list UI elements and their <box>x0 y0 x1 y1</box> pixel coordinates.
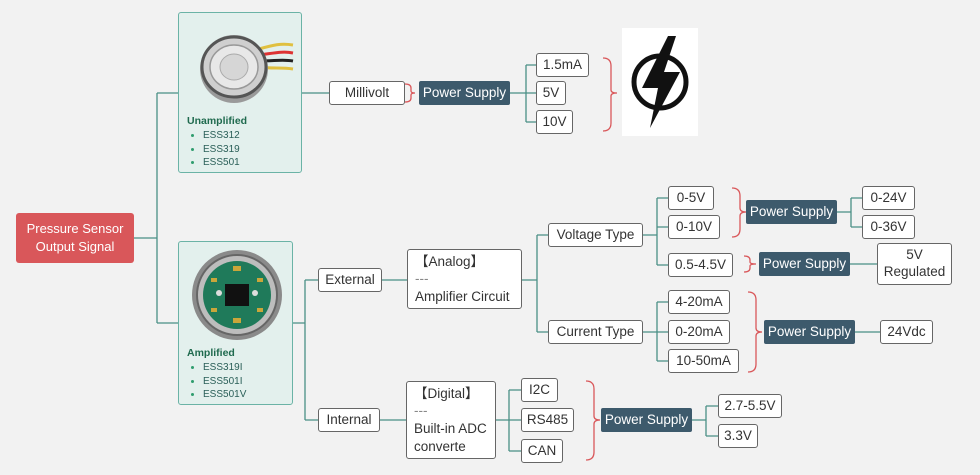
voltage-power-supply-1[interactable]: Power Supply <box>746 200 837 224</box>
digital-description-2: converte <box>414 438 466 454</box>
current-type-node[interactable]: Current Type <box>548 320 643 344</box>
digital-divider: --- <box>414 403 428 419</box>
regulated-label: Regulated <box>883 264 946 279</box>
current-option[interactable]: 0-20mA <box>668 320 730 344</box>
millivolt-option[interactable]: 10V <box>536 110 573 134</box>
analog-description: Amplifier Circuit <box>415 288 510 304</box>
protocol-option[interactable]: I2C <box>521 378 558 402</box>
voltage-option[interactable]: 0-10V <box>668 215 720 239</box>
root-line2: Output Signal <box>35 239 115 254</box>
voltage-type-node[interactable]: Voltage Type <box>548 223 643 247</box>
analog-divider: --- <box>415 271 429 287</box>
model-item: ESS501 <box>203 156 240 170</box>
unamplified-card[interactable]: Unamplified ESS312 ESS319 ESS501 <box>178 12 302 173</box>
internal-supply-option[interactable]: 3.3V <box>718 424 758 448</box>
digital-node[interactable]: 【Digital】 --- Built-in ADC converte <box>406 381 496 459</box>
lightning-bolt-icon <box>622 28 698 136</box>
voltage-option[interactable]: 0.5-4.5V <box>668 253 733 277</box>
voltage-supply-option[interactable]: 0-24V <box>862 186 915 210</box>
protocol-option[interactable]: RS485 <box>521 408 574 432</box>
unamplified-model-list: ESS312 ESS319 ESS501 <box>191 129 240 170</box>
digital-description-1: Built-in ADC <box>414 421 487 436</box>
internal-node[interactable]: Internal <box>318 408 380 432</box>
current-option[interactable]: 4-20mA <box>668 290 730 314</box>
protocol-option[interactable]: CAN <box>521 439 563 463</box>
amplified-sensor-image <box>192 250 282 340</box>
model-item: ESS501V <box>203 388 246 402</box>
internal-power-supply[interactable]: Power Supply <box>601 408 692 432</box>
regulated-voltage: 5V <box>906 247 923 263</box>
millivolt-option[interactable]: 5V <box>536 81 566 105</box>
model-item: ESS319 <box>203 143 240 157</box>
millivolt-power-supply[interactable]: Power Supply <box>419 81 510 105</box>
amplified-card[interactable]: Amplified ESS319I ESS501I ESS501V <box>178 241 293 405</box>
voltage-option[interactable]: 0-5V <box>668 186 714 210</box>
unamplified-sensor-image <box>200 35 294 103</box>
root-line1: Pressure Sensor <box>26 221 124 237</box>
root-node[interactable]: Pressure Sensor Output Signal <box>16 213 134 263</box>
external-node[interactable]: External <box>318 268 382 292</box>
amplified-model-list: ESS319I ESS501I ESS501V <box>191 361 246 402</box>
analog-node[interactable]: 【Analog】 --- Amplifier Circuit <box>407 249 522 309</box>
internal-supply-option[interactable]: 2.7-5.5V <box>718 394 782 418</box>
model-item: ESS319I <box>203 361 246 375</box>
model-item: ESS501I <box>203 375 246 389</box>
current-power-supply[interactable]: Power Supply <box>764 320 855 344</box>
digital-title: 【Digital】 <box>414 385 479 401</box>
analog-title: 【Analog】 <box>415 253 485 269</box>
regulated-supply-node[interactable]: 5V Regulated <box>877 243 952 285</box>
millivolt-node[interactable]: Millivolt <box>329 81 405 105</box>
current-supply-node[interactable]: 24Vdc <box>880 320 933 344</box>
current-option[interactable]: 10-50mA <box>668 349 739 373</box>
model-item: ESS312 <box>203 129 240 143</box>
unamplified-title: Unamplified <box>187 115 248 127</box>
amplified-title: Amplified <box>187 347 235 359</box>
millivolt-option[interactable]: 1.5mA <box>536 53 589 77</box>
voltage-power-supply-2[interactable]: Power Supply <box>759 252 850 276</box>
voltage-supply-option[interactable]: 0-36V <box>862 215 915 239</box>
